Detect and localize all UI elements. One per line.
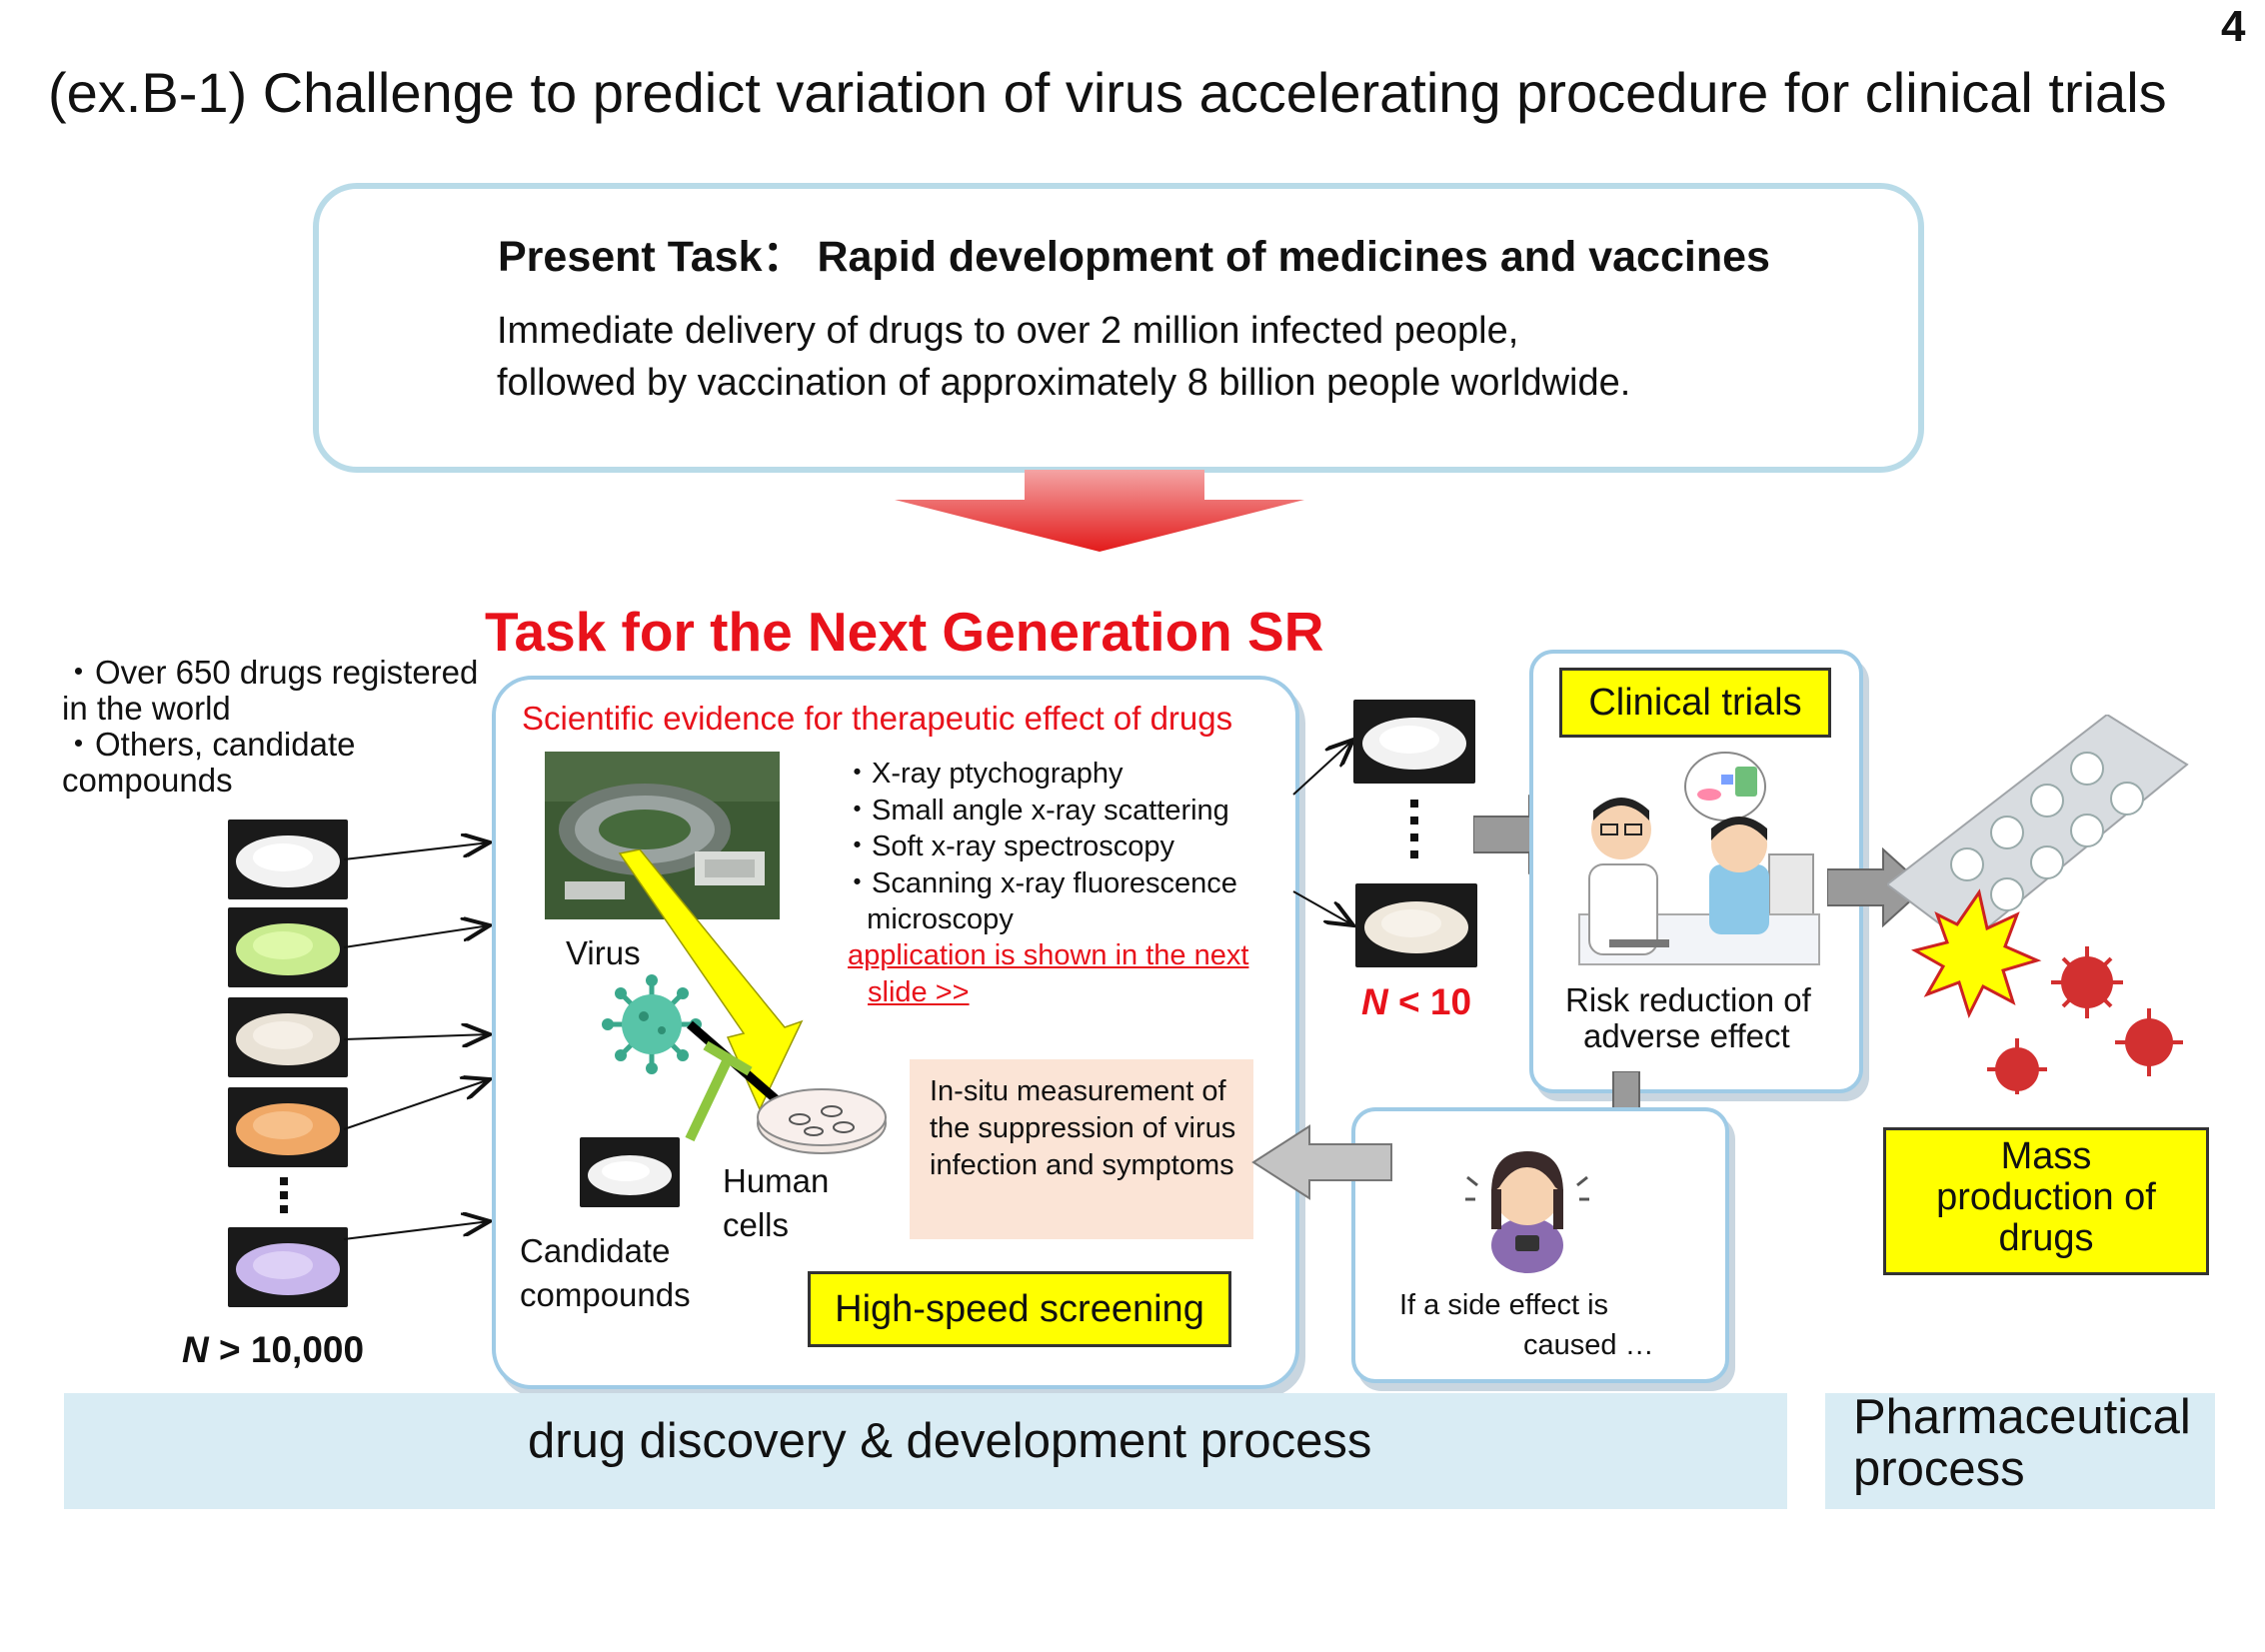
pills-and-virus-illustration bbox=[1887, 715, 2189, 1094]
petri-dish-icon bbox=[757, 1088, 887, 1154]
next-slide-link-line-1[interactable]: application is shown in the next bbox=[848, 939, 1249, 971]
next-slide-link-line-2[interactable]: slide >> bbox=[868, 976, 970, 1008]
present-task-heading: Present Task： Rapid development of medic… bbox=[498, 233, 1770, 281]
present-task-box bbox=[313, 183, 1924, 473]
candidate-label-1: Candidate bbox=[520, 1232, 671, 1269]
candidate-label-2: compounds bbox=[520, 1276, 691, 1313]
present-task-line-1: Immediate delivery of drugs to over 2 mi… bbox=[497, 310, 1519, 352]
risk-reduction-line-1: Risk reduction of bbox=[1565, 981, 1811, 1018]
method-item: microscopy bbox=[843, 903, 1014, 935]
insitu-line: the suppression of virus bbox=[930, 1112, 1236, 1144]
worried-person-illustration bbox=[1465, 1151, 1589, 1273]
ellipsis-dots bbox=[280, 1177, 288, 1217]
risk-reduction-line-2: adverse effect bbox=[1583, 1017, 1790, 1054]
panel-title: Scientific evidence for therapeutic effe… bbox=[522, 700, 1233, 737]
pharmaceutical-band bbox=[1825, 1393, 2215, 1509]
page-number: 4 bbox=[2221, 2, 2246, 51]
powder-sample-green bbox=[228, 907, 348, 987]
powder-sample-white bbox=[228, 820, 348, 899]
side-effect-line-1: If a side effect is bbox=[1399, 1289, 1609, 1321]
method-item: ・Soft x-ray spectroscopy bbox=[843, 830, 1174, 862]
insitu-line: In-situ measurement of bbox=[930, 1075, 1226, 1107]
ellipsis-dots bbox=[1410, 800, 1418, 869]
slide-title: (ex.B-1) Challenge to predict variation … bbox=[48, 61, 2167, 124]
right-arrow-icon bbox=[1827, 847, 1927, 927]
mass-production-box: Mass production of drugs bbox=[1883, 1127, 2209, 1275]
powder-sample-lavender bbox=[228, 1227, 348, 1307]
candidate-compound-powder bbox=[580, 1137, 680, 1207]
left-notes: ・Over 650 drugs registered in the world … bbox=[62, 655, 478, 799]
next-generation-heading: Task for the Next Generation SR bbox=[485, 601, 1324, 663]
clinical-trials-label: Clinical trials bbox=[1559, 668, 1831, 738]
virus-label: Virus bbox=[566, 934, 641, 971]
n-small-label: N < 10 bbox=[1361, 981, 1472, 1022]
drug-discovery-band bbox=[64, 1393, 1787, 1509]
left-arrow-gray-icon bbox=[1251, 1124, 1392, 1200]
left-note-line: ・Others, candidate bbox=[62, 726, 356, 763]
left-note-line: compounds bbox=[62, 762, 233, 799]
drug-discovery-label: drug discovery & development process bbox=[528, 1414, 1372, 1468]
output-arrows bbox=[1292, 730, 1361, 929]
pharmaceutical-line: Pharmaceutical bbox=[1853, 1390, 2191, 1444]
synchrotron-facility-image bbox=[545, 752, 780, 919]
high-speed-screening-label: High-speed screening bbox=[808, 1271, 1231, 1347]
method-item: ・X-ray ptychography bbox=[843, 758, 1124, 790]
selected-powder-bottom bbox=[1355, 883, 1477, 967]
methods-list: ・X-ray ptychography ・Small angle x-ray s… bbox=[843, 756, 1237, 938]
doctor-patient-illustration bbox=[1578, 752, 1820, 965]
method-item: ・Small angle x-ray scattering bbox=[843, 794, 1229, 826]
present-task-line-2: followed by vaccination of approximately… bbox=[497, 362, 1631, 404]
human-cells-label-1: Human bbox=[723, 1162, 830, 1199]
n-large-label: N > 10,000 bbox=[182, 1329, 365, 1370]
method-item: ・Scanning x-ray fluorescence bbox=[843, 866, 1237, 899]
mass-production-line: Mass bbox=[2000, 1135, 2092, 1177]
down-arrow-icon bbox=[895, 470, 1304, 552]
insitu-measurement-box: In-situ measurement of the suppression o… bbox=[910, 1059, 1253, 1239]
left-note-line: ・Over 650 drugs registered bbox=[62, 654, 479, 691]
insitu-line: infection and symptoms bbox=[930, 1149, 1234, 1181]
mass-production-line: production of bbox=[1936, 1176, 2156, 1218]
left-note-line: in the world bbox=[62, 690, 231, 727]
selected-powder-top bbox=[1353, 700, 1475, 784]
side-effect-line-2: caused … bbox=[1523, 1329, 1654, 1361]
powder-sample-beige bbox=[228, 997, 348, 1077]
mass-production-line: drugs bbox=[1998, 1217, 2094, 1259]
pharmaceutical-label: Pharmaceutical process bbox=[1853, 1391, 2191, 1495]
pharmaceutical-line: process bbox=[1853, 1442, 2025, 1496]
powder-sample-orange bbox=[228, 1087, 348, 1167]
human-cells-label-2: cells bbox=[723, 1206, 790, 1243]
virus-icon bbox=[602, 974, 702, 1074]
input-arrows bbox=[343, 829, 500, 1240]
